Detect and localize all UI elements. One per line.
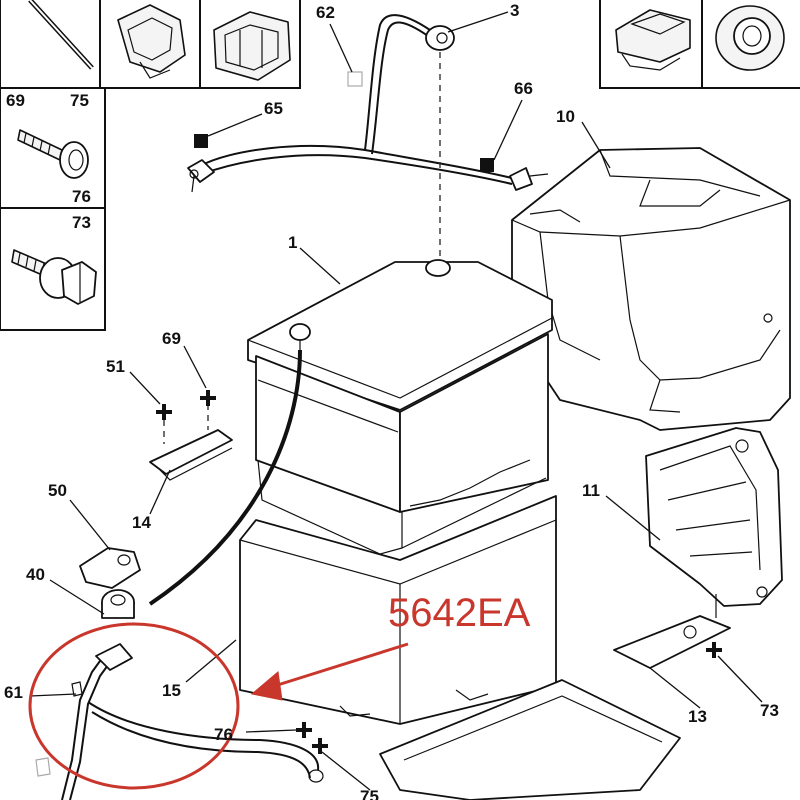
label-73-legend: 73 xyxy=(72,213,91,232)
label-51: 51 xyxy=(106,357,125,376)
part-labels: 3 62 65 66 10 1 69 75 76 73 69 51 14 50 … xyxy=(4,1,779,800)
marker-62-icon xyxy=(347,71,363,87)
leader-lines xyxy=(29,11,763,791)
red-highlight-callout xyxy=(28,622,409,790)
battery-cover-10 xyxy=(511,147,791,431)
label-15: 15 xyxy=(162,681,181,700)
label-75: 75 xyxy=(360,787,379,800)
label-69-legend: 69 xyxy=(6,91,25,110)
label-13: 13 xyxy=(688,707,707,726)
label-75-legend: 75 xyxy=(70,91,89,110)
cable-holder-part-icon xyxy=(213,11,291,81)
label-76: 76 xyxy=(214,725,233,744)
label-40: 40 xyxy=(26,565,45,584)
rod-part-icon xyxy=(28,0,94,70)
label-76-legend: 76 xyxy=(72,187,91,206)
label-10: 10 xyxy=(556,107,575,126)
terminal-cover-part-icon xyxy=(615,9,691,71)
reference-code-text: 5642EA xyxy=(388,591,531,635)
label-73: 73 xyxy=(760,701,779,720)
marker-66-icon xyxy=(480,158,494,172)
clamp-14 xyxy=(149,404,233,481)
bracket-11 xyxy=(645,427,783,607)
label-65: 65 xyxy=(264,99,283,118)
label-62: 62 xyxy=(316,3,335,22)
cover-50 xyxy=(79,547,141,589)
bolt-73-icon xyxy=(11,249,97,305)
base-plate xyxy=(379,679,681,800)
label-14: 14 xyxy=(132,513,151,532)
label-66: 66 xyxy=(514,79,533,98)
battery-1 xyxy=(247,259,553,555)
label-69: 69 xyxy=(162,329,181,348)
cable-clip-part-icon xyxy=(117,4,186,79)
label-1: 1 xyxy=(288,233,297,252)
marker-65-icon xyxy=(194,134,208,148)
label-61: 61 xyxy=(4,683,23,702)
label-11: 11 xyxy=(582,481,600,500)
mounting-plate-13 xyxy=(613,594,731,669)
plus-markers xyxy=(156,390,722,754)
label-3: 3 xyxy=(510,1,519,20)
label-50: 50 xyxy=(48,481,67,500)
bolt-69-75-icon xyxy=(17,129,89,179)
upper-cable-harness xyxy=(187,14,549,193)
grommet-part-icon xyxy=(715,5,785,71)
terminal-40 xyxy=(101,589,135,619)
